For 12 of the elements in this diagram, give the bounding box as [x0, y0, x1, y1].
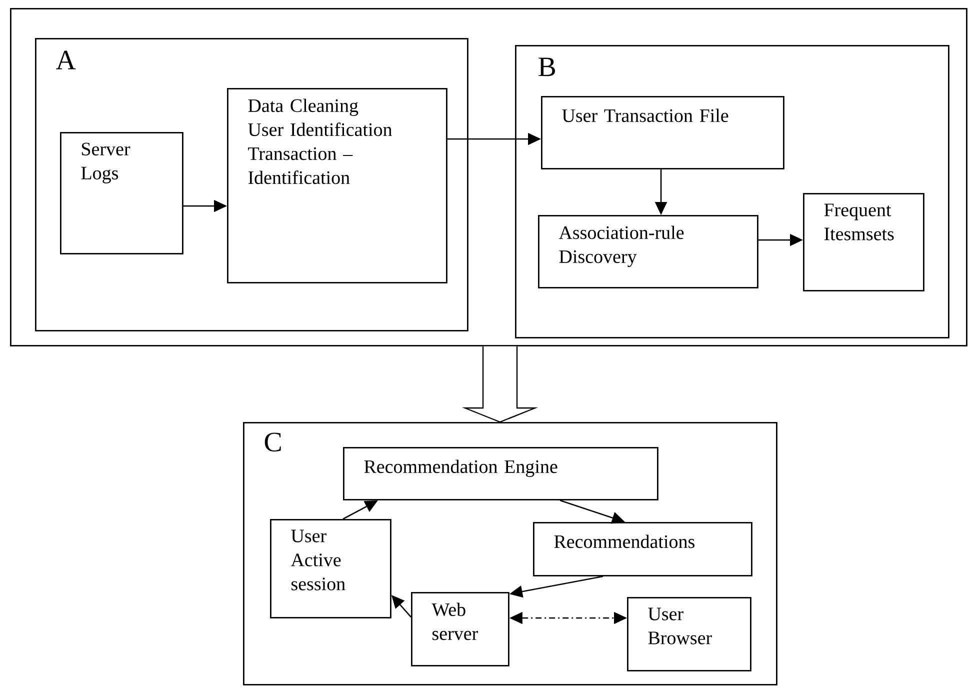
process-box: Data Cleaning User Identification Transaction – Identification: [227, 88, 448, 284]
process-box: Server Logs: [60, 132, 184, 254]
process-box: Frequent Itesmsets: [803, 193, 924, 292]
process-box: Recommendations: [533, 522, 752, 576]
process-box: User Transaction File: [541, 96, 784, 170]
process-box: User Active session: [270, 519, 392, 618]
outer-frame: [10, 8, 968, 346]
process-box: User Browser: [627, 597, 752, 672]
block-arrow: [462, 346, 538, 423]
process-box: Recommendation Engine: [343, 447, 658, 500]
process-box: Web server: [411, 592, 510, 666]
process-box: Association-rule Discovery: [538, 215, 758, 288]
